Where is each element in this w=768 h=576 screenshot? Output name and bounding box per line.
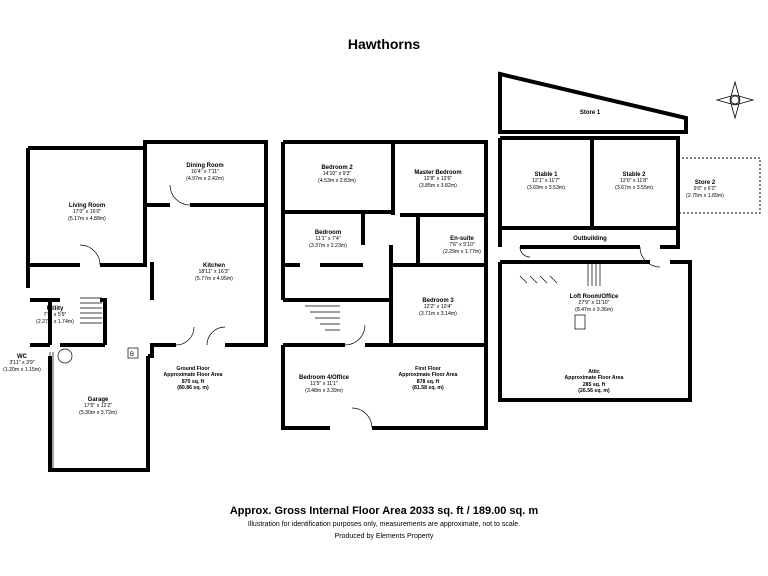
label-store1: Store 1 (579, 110, 601, 116)
door-swings (79, 184, 661, 429)
label-outbuilding: Outbuilding (573, 236, 607, 242)
store2-outline (678, 157, 761, 214)
stairs-first (300, 299, 340, 331)
boiler-marker: B (130, 352, 134, 358)
first-inner-walls (283, 142, 486, 347)
roof-window (574, 314, 586, 330)
first-floor-outline (281, 140, 488, 430)
garage-boiler-circle (57, 348, 73, 364)
ground-floor-outline (26, 140, 268, 472)
plan-title: Hawthorns (347, 36, 421, 52)
stairs-ground (80, 297, 102, 324)
attic-outline (498, 260, 692, 402)
loft-slope (519, 275, 558, 284)
store1-outline (498, 71, 688, 134)
gross-area-text: Approx. Gross Internal Floor Area 2033 s… (229, 505, 539, 517)
stairs-attic (587, 262, 601, 286)
producer-text: Produced by Elements Property (334, 533, 434, 540)
ground-inner-walls (30, 148, 266, 347)
disclaimer-text: Illustration for identification purposes… (247, 521, 521, 528)
garage-door (49, 352, 54, 470)
outbuilding-outline (498, 136, 680, 249)
boiler-box (127, 347, 139, 359)
compass-icon (715, 80, 755, 120)
